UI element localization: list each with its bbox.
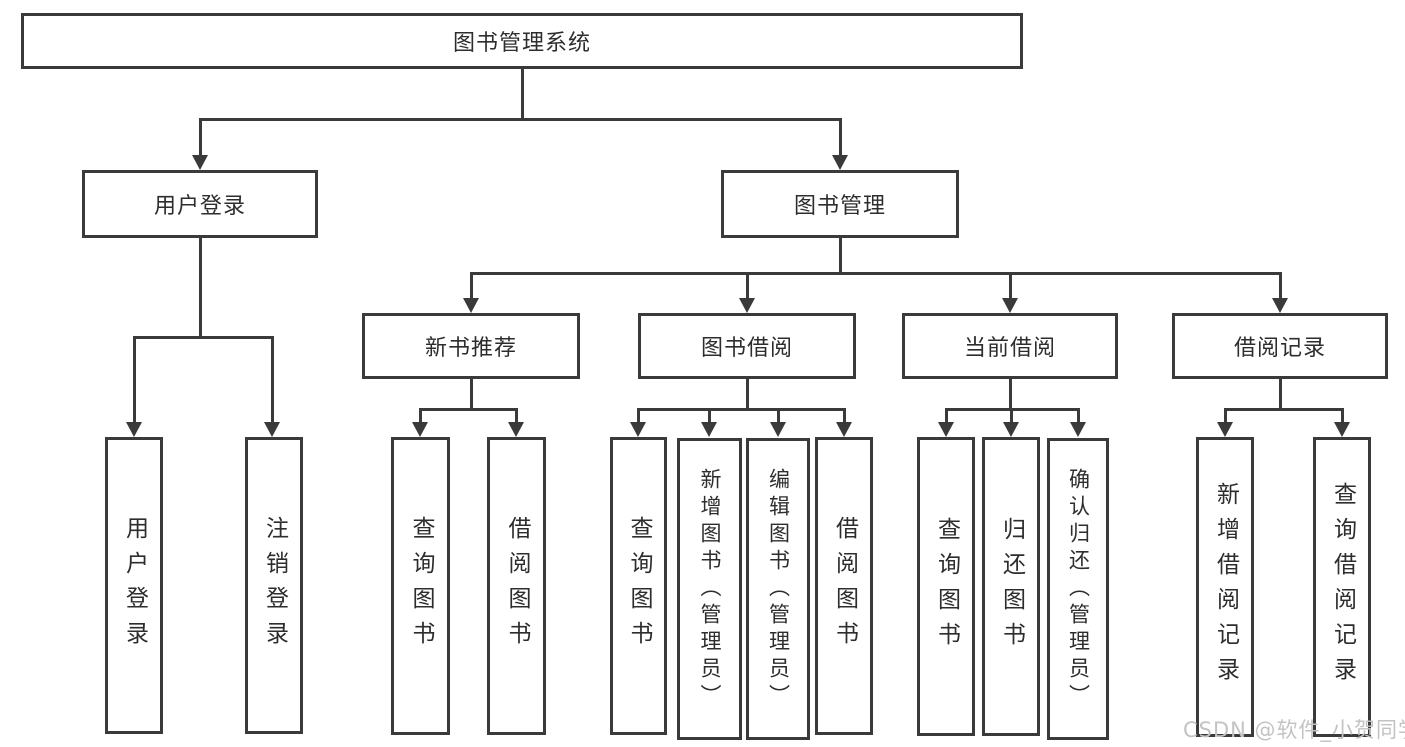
- leaf-bb-borrow-books: 借阅图书: [815, 437, 873, 735]
- leaf-logout: 注销登录: [245, 437, 303, 734]
- leaf-user-login: 用户登录: [105, 437, 163, 734]
- leaf-bb-query-books-label: 查询图书: [626, 516, 652, 656]
- leaf-cb-confirm-return-label: 确认归还（管理员）: [1066, 467, 1091, 711]
- leaf-br-query-record: 查询借阅记录: [1313, 437, 1371, 737]
- edge-drop-book-borrow: [746, 272, 749, 298]
- arrow-cb-return: [1003, 422, 1019, 437]
- node-borrow-records: 借阅记录: [1172, 313, 1388, 379]
- edge-drop-bb-add: [708, 408, 711, 422]
- leaf-br-add-record-label: 新增借阅记录: [1212, 482, 1239, 692]
- edge-book-management-stem: [839, 238, 842, 272]
- node-borrow-records-label: 借阅记录: [1233, 336, 1326, 361]
- edge-drop-nb-borrow: [515, 408, 518, 422]
- node-book-management-label: 图书管理: [793, 194, 886, 219]
- arrow-cb-confirm: [1070, 422, 1086, 437]
- edge-root-branch: [199, 118, 842, 121]
- arrow-nb-query: [412, 422, 428, 437]
- arrow-br-add: [1217, 422, 1233, 437]
- edge-drop-cb-query: [945, 408, 948, 422]
- edge-drop-bb-borrow: [843, 408, 846, 422]
- leaf-logout-label: 注销登录: [261, 515, 288, 656]
- leaf-bb-borrow-books-label: 借阅图书: [831, 516, 858, 656]
- node-root-label: 图书管理系统: [452, 31, 591, 56]
- node-book-borrow: 图书借阅: [638, 313, 856, 379]
- node-new-book-recommend: 新书推荐: [362, 313, 580, 379]
- leaf-user-login-label: 用户登录: [121, 515, 148, 656]
- node-root: 图书管理系统: [21, 13, 1023, 69]
- edge-nb-branch: [419, 408, 518, 411]
- edge-br-branch: [1224, 408, 1344, 411]
- leaf-cb-return-books: 归还图书: [982, 437, 1040, 736]
- edge-br-stem: [1279, 379, 1282, 408]
- arrow-bb-query: [630, 422, 646, 437]
- arrow-cb-query: [938, 422, 954, 437]
- node-user-login-label: 用户登录: [153, 194, 246, 219]
- leaf-bb-edit-books: 编辑图书（管理员）: [746, 438, 810, 740]
- edge-bb-branch: [637, 408, 846, 411]
- edge-nb-stem: [470, 379, 473, 408]
- edge-bb-stem: [746, 379, 749, 408]
- leaf-br-query-record-label: 查询借阅记录: [1329, 482, 1356, 692]
- edge-user-login-branch: [133, 336, 274, 339]
- edge-drop-bb-edit: [777, 408, 780, 422]
- edge-book-management-branch: [470, 272, 1281, 275]
- arrow-nb-borrow: [508, 422, 524, 437]
- node-current-borrow-label: 当前借阅: [963, 336, 1056, 361]
- arrow-br-query: [1334, 422, 1350, 437]
- edge-drop-br-add: [1224, 408, 1227, 422]
- node-new-book-recommend-label: 新书推荐: [424, 336, 517, 361]
- arrow-bb-add: [701, 422, 717, 437]
- arrow-book-management: [832, 155, 848, 170]
- arrow-borrow-records: [1272, 298, 1288, 313]
- edge-drop-br-query: [1341, 408, 1344, 422]
- edge-drop-nb-query: [419, 408, 422, 422]
- edge-drop-new-book-recommend: [470, 272, 473, 298]
- edge-drop-bb-query: [637, 408, 640, 422]
- arrow-leaf-user-login: [126, 422, 142, 437]
- edge-cb-stem: [1009, 379, 1012, 408]
- arrow-leaf-logout: [264, 422, 280, 437]
- watermark: CSDN @软件_小贺同学: [1183, 718, 1405, 742]
- edge-drop-book-management: [839, 118, 842, 155]
- leaf-bb-query-books: 查询图书: [610, 437, 667, 735]
- edge-drop-cb-confirm: [1077, 408, 1080, 422]
- arrow-current-borrow: [1002, 298, 1018, 313]
- node-book-borrow-label: 图书借阅: [700, 336, 793, 361]
- leaf-nb-borrow-books: 借阅图书: [487, 437, 546, 735]
- edge-root-stem: [521, 69, 524, 118]
- arrow-bb-edit: [770, 422, 786, 437]
- leaf-bb-add-books: 新增图书（管理员）: [677, 438, 742, 740]
- node-user-login: 用户登录: [82, 170, 318, 238]
- leaf-bb-edit-books-label: 编辑图书（管理员）: [766, 467, 791, 711]
- leaf-nb-query-books: 查询图书: [391, 437, 450, 735]
- arrow-book-borrow: [739, 298, 755, 313]
- leaf-bb-add-books-label: 新增图书（管理员）: [698, 467, 722, 711]
- leaf-br-add-record: 新增借阅记录: [1196, 437, 1254, 737]
- node-book-management: 图书管理: [721, 170, 959, 238]
- leaf-cb-return-books-label: 归还图书: [998, 516, 1025, 657]
- edge-drop-leaf-user-login: [133, 336, 136, 422]
- leaf-nb-borrow-books-label: 借阅图书: [504, 516, 530, 656]
- edge-drop-user-login: [199, 118, 202, 155]
- edge-drop-leaf-logout: [271, 336, 274, 422]
- leaf-cb-query-books-label: 查询图书: [933, 516, 960, 657]
- leaf-nb-query-books-label: 查询图书: [408, 516, 434, 656]
- arrow-bb-borrow: [836, 422, 852, 437]
- edge-user-login-stem: [199, 238, 202, 336]
- node-current-borrow: 当前借阅: [902, 313, 1118, 379]
- edge-drop-cb-return: [1010, 408, 1013, 422]
- arrow-user-login: [192, 155, 208, 170]
- edge-drop-borrow-records: [1279, 272, 1282, 298]
- edge-drop-current-borrow: [1009, 272, 1012, 298]
- arrow-new-book-recommend: [463, 298, 479, 313]
- leaf-cb-query-books: 查询图书: [917, 437, 975, 736]
- leaf-cb-confirm-return: 确认归还（管理员）: [1047, 438, 1109, 740]
